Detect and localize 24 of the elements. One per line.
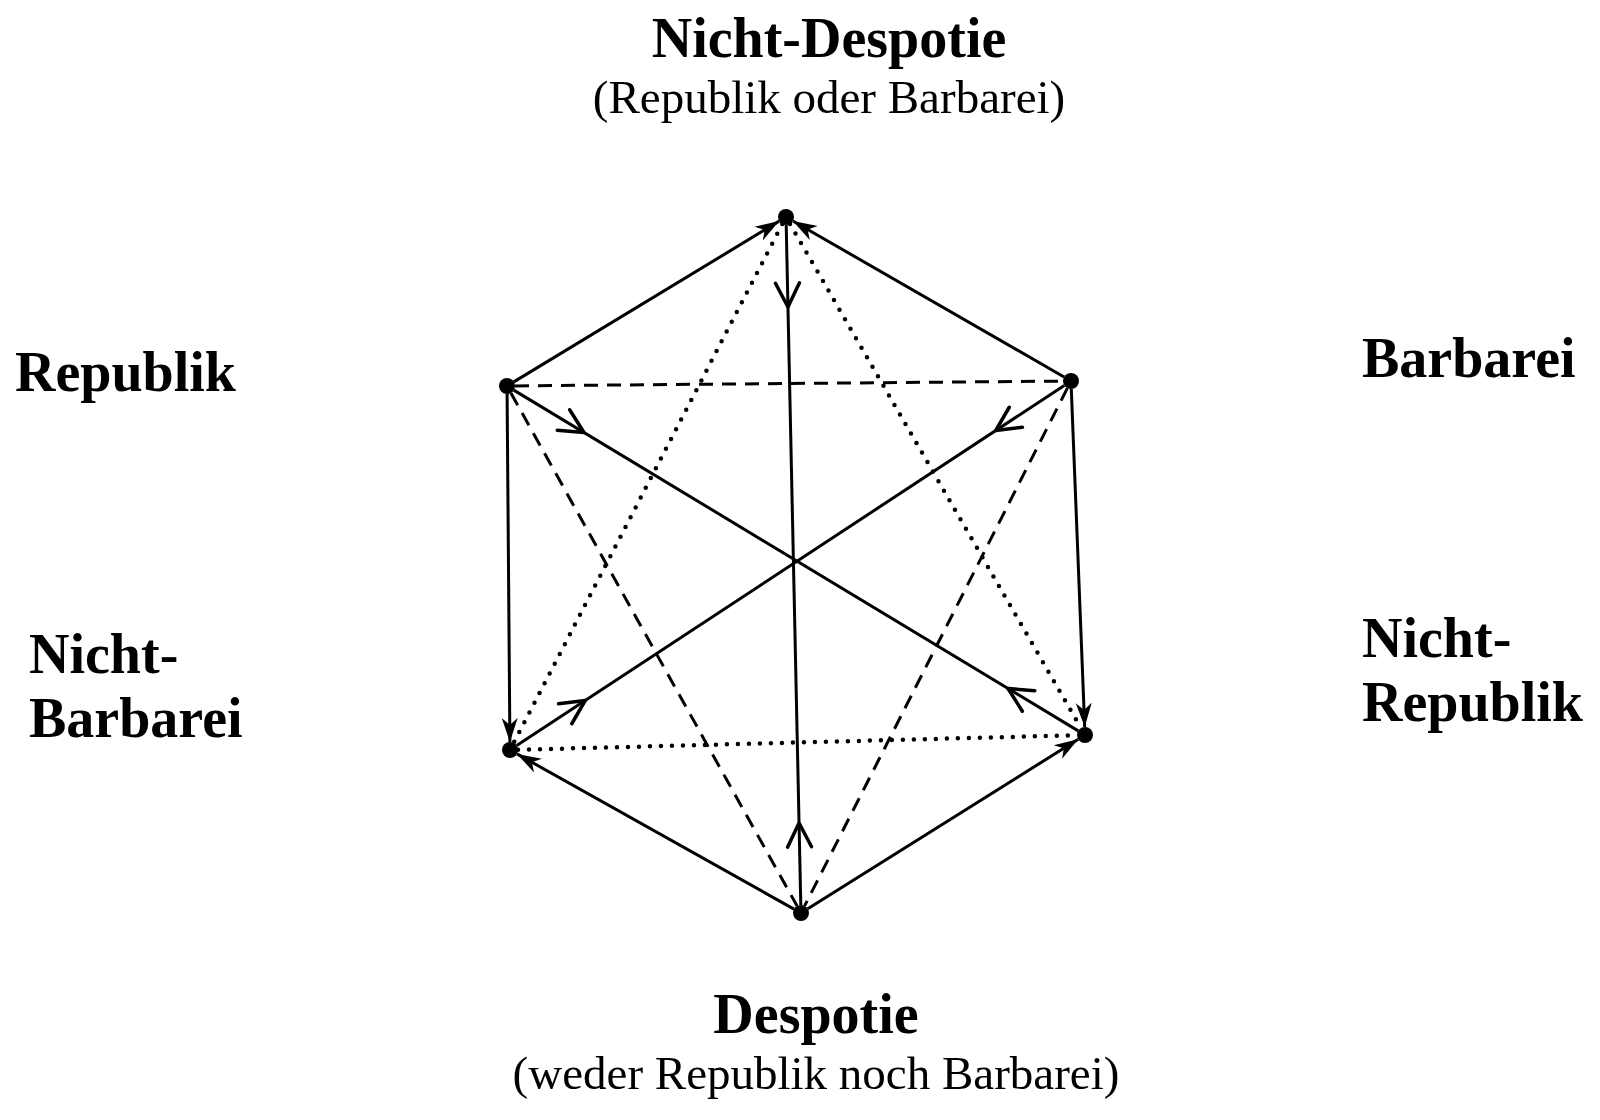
vertex-dot-icon <box>1077 727 1093 743</box>
arrow <box>807 737 1079 911</box>
arrow <box>792 219 1065 379</box>
vertex-dot-icon <box>499 378 515 394</box>
vertex-note: (weder Republik noch Barbarei) <box>512 1046 1120 1101</box>
arrow <box>513 219 780 384</box>
vertex-dot-icon <box>793 905 809 921</box>
vertex-label: Despotie <box>713 982 919 1047</box>
dashed-line <box>803 387 1069 907</box>
vertex-label: Nicht-Barbarei <box>29 622 243 751</box>
vertex-note: (Republik oder Barbarei) <box>592 70 1066 125</box>
arrow <box>1069 388 1092 728</box>
vertex-label: Barbarei <box>1362 326 1576 391</box>
dashed-line <box>509 392 799 907</box>
forked-line <box>773 224 814 906</box>
dotted-line <box>511 221 785 746</box>
vertex-label: Nicht-Republik <box>1362 606 1583 735</box>
vertex-dot-icon <box>778 209 794 225</box>
vertex-label: Republik <box>15 340 236 405</box>
arrow <box>516 752 795 911</box>
vertex-dot-icon <box>502 742 518 758</box>
vertex-label: Nicht-Despotie <box>651 6 1007 71</box>
arrow <box>501 394 518 742</box>
vertex-dot-icon <box>1063 373 1079 389</box>
